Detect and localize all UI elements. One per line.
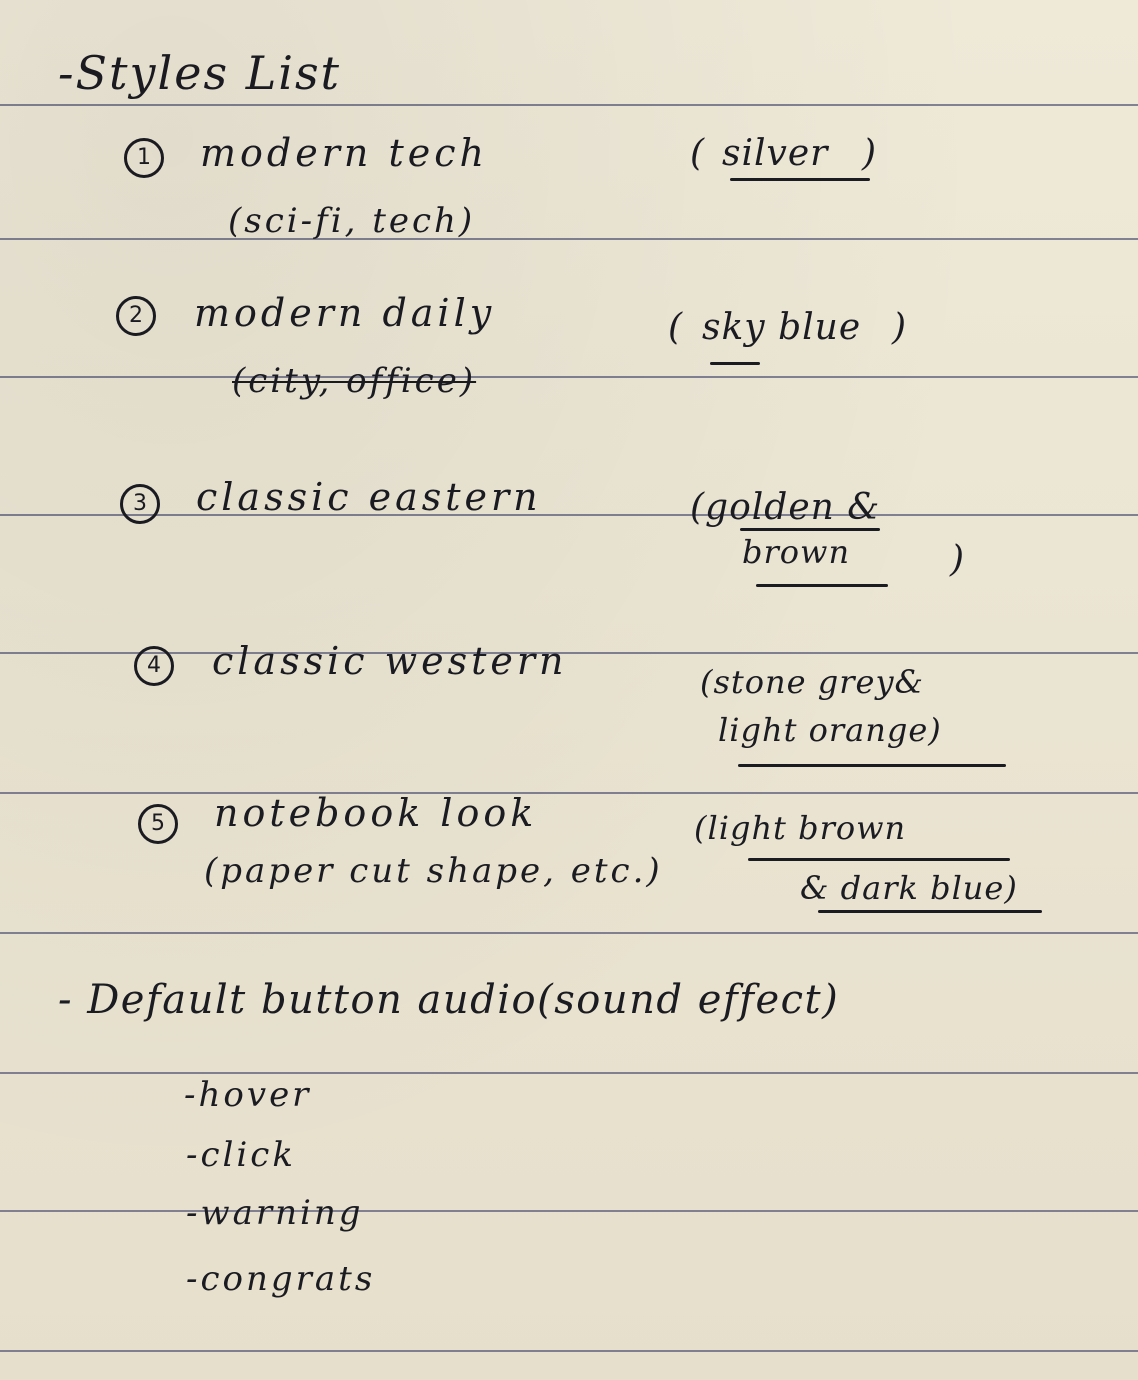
- color-underline: [740, 528, 880, 531]
- style-color-open-1: (: [690, 133, 706, 174]
- audio-heading: - Default button audio(sound effect): [58, 977, 840, 1023]
- style-name-3: classic eastern: [196, 475, 542, 519]
- color-underline: [756, 584, 888, 587]
- ruled-line: [0, 238, 1138, 240]
- item-number-4: 4: [134, 646, 174, 686]
- style-color-close-2: ): [892, 307, 908, 348]
- item-number-1: 1: [124, 138, 164, 178]
- color-underline: [738, 764, 1006, 767]
- audio-item-congrats: -congrats: [186, 1259, 376, 1299]
- style-color-line1-5: (light brown: [694, 809, 907, 847]
- style-color-line2-3: brown: [742, 533, 851, 571]
- style-color-line1-3: (golden &: [690, 487, 881, 528]
- style-detail-1: (sci-fi, tech): [228, 201, 476, 241]
- ruled-line: [0, 514, 1138, 516]
- style-name-5: notebook look: [214, 791, 538, 835]
- audio-item-click: -click: [186, 1135, 296, 1175]
- item-number-3: 3: [120, 484, 160, 524]
- style-color-2: sky blue: [702, 307, 862, 348]
- style-color-close-1: ): [862, 133, 878, 174]
- color-underline: [710, 362, 760, 365]
- ruled-line: [0, 104, 1138, 106]
- style-color-line2-5: & dark blue): [800, 869, 1018, 907]
- ruled-line: [0, 652, 1138, 654]
- color-underline: [818, 910, 1042, 913]
- color-underline: [748, 858, 1010, 861]
- ruled-line: [0, 376, 1138, 378]
- audio-item-warning: -warning: [186, 1193, 364, 1233]
- style-color-close-3: ): [950, 539, 966, 580]
- color-underline: [730, 178, 870, 181]
- ruled-line: [0, 1072, 1138, 1074]
- style-color-line1-4: (stone grey&: [700, 663, 925, 701]
- style-name-4: classic western: [212, 639, 568, 683]
- style-color-line2-4: light orange): [718, 711, 942, 749]
- item-number-5: 5: [138, 804, 178, 844]
- ruled-line: [0, 792, 1138, 794]
- style-color-open-2: (: [668, 307, 684, 348]
- ruled-line: [0, 932, 1138, 934]
- style-color-1: silver: [722, 133, 829, 174]
- style-name-1: modern tech: [200, 131, 488, 175]
- item-number-2: 2: [116, 296, 156, 336]
- style-detail-2: (city, office): [232, 361, 477, 401]
- style-detail-5: (paper cut shape, etc.): [204, 851, 663, 891]
- ruled-line: [0, 1210, 1138, 1212]
- styles-list-heading: -Styles List: [58, 46, 342, 100]
- audio-item-hover: -hover: [184, 1075, 312, 1115]
- style-name-2: modern daily: [194, 291, 496, 335]
- ruled-line: [0, 1350, 1138, 1352]
